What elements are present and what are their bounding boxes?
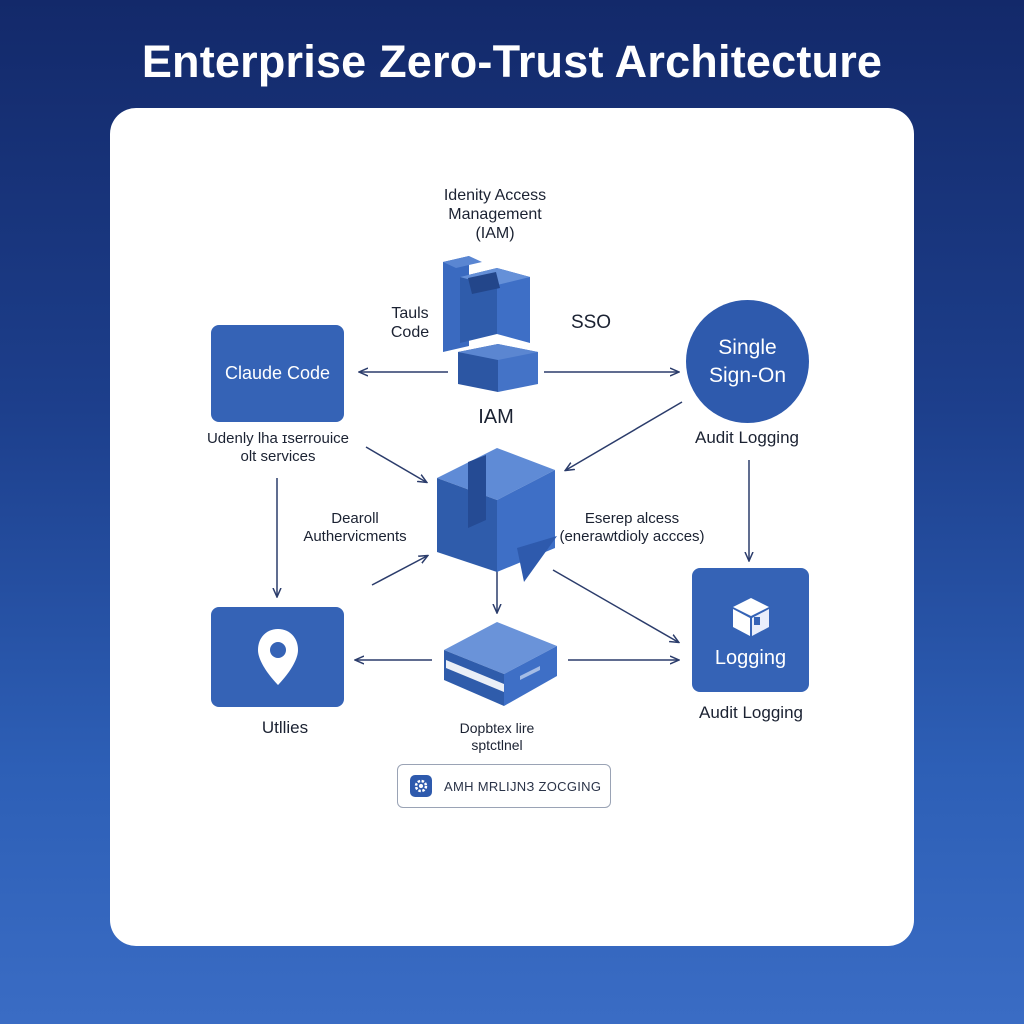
arrow-iam-center-to-logging xyxy=(552,569,678,642)
utilities-label: Utllies xyxy=(261,718,309,737)
utilities-box[interactable] xyxy=(211,607,344,707)
logging-box-label: Logging xyxy=(714,646,787,669)
iam-top-label: Idenity Access Management (IAM) xyxy=(443,187,547,243)
eserep-label: Eserep alcess (enerawtdioly accces) xyxy=(559,510,705,545)
sso-label: SSO xyxy=(570,312,612,333)
location-pin-icon xyxy=(257,629,298,685)
iam-center-block-icon xyxy=(437,448,557,582)
udenly-label: Udenly lha ɪserrouice olt services xyxy=(206,430,350,465)
tauls-code-label: Tauls Code xyxy=(390,305,430,342)
arrow-dearoll-to-iam-center xyxy=(371,556,427,586)
gear-icon xyxy=(410,775,432,797)
dearoll-label: Dearoll Authervicments xyxy=(303,510,407,545)
claude-code-box[interactable]: Claude Code xyxy=(211,325,344,422)
legend-badge-text: AMH MRLIJNЗ ZOCGING xyxy=(444,778,602,794)
dopbtex-label: Dopbtex lire sptctlnel xyxy=(459,720,535,753)
single-signon-circle[interactable]: Single Sign-On xyxy=(686,300,809,423)
cube-icon xyxy=(732,597,769,636)
arrow-claude-to-iam-center xyxy=(365,446,426,482)
arrow-sso-to-iam-center xyxy=(566,401,683,470)
audit-logging-label-1: Audit Logging xyxy=(695,428,799,447)
iam-center-label: IAM xyxy=(478,406,514,428)
service-box-icon xyxy=(444,622,557,706)
logging-box[interactable]: Logging xyxy=(692,568,809,692)
legend-badge: AMH MRLIJNЗ ZOCGING xyxy=(397,764,611,808)
audit-logging-label-2: Audit Logging xyxy=(699,703,803,722)
iam-top-block-icon xyxy=(443,256,538,392)
page-title: Enterprise Zero-Trust Architecture xyxy=(141,36,883,87)
